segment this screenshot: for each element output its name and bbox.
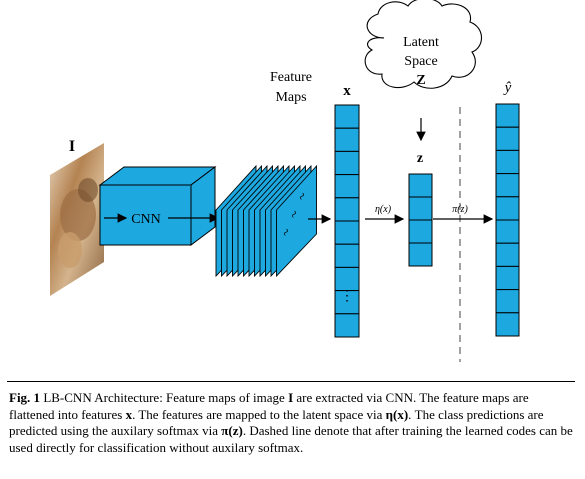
caption-text-1: LB-CNN Architecture: Feature maps of ima… bbox=[43, 390, 289, 405]
x-vector-cell bbox=[334, 197, 360, 222]
z-vector-cell bbox=[408, 219, 433, 244]
eta-label: η(x) bbox=[375, 204, 392, 215]
yhat-vector-cell bbox=[495, 196, 520, 221]
x-vector-cell bbox=[334, 220, 360, 245]
yhat-vector-cell bbox=[495, 219, 520, 244]
feature-maps-label-line2: Maps bbox=[275, 90, 306, 105]
yhat-vector-cell bbox=[495, 126, 520, 151]
yhat-vector-cell bbox=[495, 312, 520, 337]
feature-map-stack bbox=[215, 164, 317, 278]
x-vector-cell bbox=[334, 174, 360, 199]
yhat-prediction-vector bbox=[495, 103, 520, 337]
x-vector-cell bbox=[334, 266, 360, 292]
x-feature-vector bbox=[334, 104, 360, 338]
x-ellipsis: ⋮ bbox=[340, 289, 354, 304]
figure-caption: Fig. 1 LB-CNN Architecture: Feature maps… bbox=[9, 390, 575, 456]
caption-pi: π(z) bbox=[221, 423, 243, 439]
latent-label-line1: Latent bbox=[403, 35, 439, 50]
input-image bbox=[50, 143, 104, 296]
latent-space-cloud bbox=[364, 0, 483, 89]
x-vector-cell bbox=[334, 313, 360, 338]
image-label: I bbox=[69, 138, 75, 155]
caption-text-4: . The class predictions are predicted us… bbox=[9, 406, 544, 439]
latent-label-line2: Space bbox=[404, 54, 437, 69]
x-vector-cell bbox=[334, 104, 360, 129]
yhat-vector-cell bbox=[495, 103, 520, 128]
x-vector-cell bbox=[334, 150, 360, 176]
yhat-vector-cell bbox=[495, 173, 520, 198]
pi-label: π(z) bbox=[452, 204, 468, 215]
z-code-vector bbox=[408, 173, 433, 267]
z-vector-cell bbox=[408, 242, 433, 267]
cnn-label: CNN bbox=[131, 212, 161, 227]
caption-fig-label: Fig. 1 bbox=[9, 390, 41, 405]
z-vector-cell bbox=[408, 173, 433, 198]
x-vector-cell bbox=[334, 243, 360, 268]
caption-text-2: are extracted via CNN. The feature maps … bbox=[9, 390, 529, 422]
z-label: z bbox=[417, 151, 423, 166]
x-label: x bbox=[343, 83, 351, 99]
caption-box: Fig. 1 LB-CNN Architecture: Feature maps… bbox=[7, 381, 575, 473]
yhat-vector-cell bbox=[495, 149, 520, 175]
caption-text-5: . Dashed line denote that after training… bbox=[9, 423, 573, 455]
caption-x: x bbox=[125, 406, 133, 422]
caption-I: I bbox=[288, 390, 294, 405]
architecture-diagram: I CNN Feature Maps ~ ~ ~ x ⋮ η(x) Latent… bbox=[50, 0, 520, 362]
latent-label-line3: Z bbox=[416, 73, 425, 88]
x-vector-cell bbox=[334, 127, 360, 152]
yhat-vector-cell bbox=[495, 242, 520, 267]
caption-text-3: . The features are mapped to the latent … bbox=[132, 406, 386, 422]
cnn-block bbox=[98, 166, 217, 246]
feature-maps-label-line1: Feature bbox=[270, 70, 312, 85]
yhat-vector-cell bbox=[495, 289, 520, 314]
feature-map-slice bbox=[276, 164, 317, 278]
yhat-label: ŷ bbox=[503, 80, 512, 96]
z-vector-cell bbox=[408, 196, 433, 221]
yhat-vector-cell bbox=[495, 265, 520, 291]
caption-eta: η(x) bbox=[385, 406, 409, 422]
